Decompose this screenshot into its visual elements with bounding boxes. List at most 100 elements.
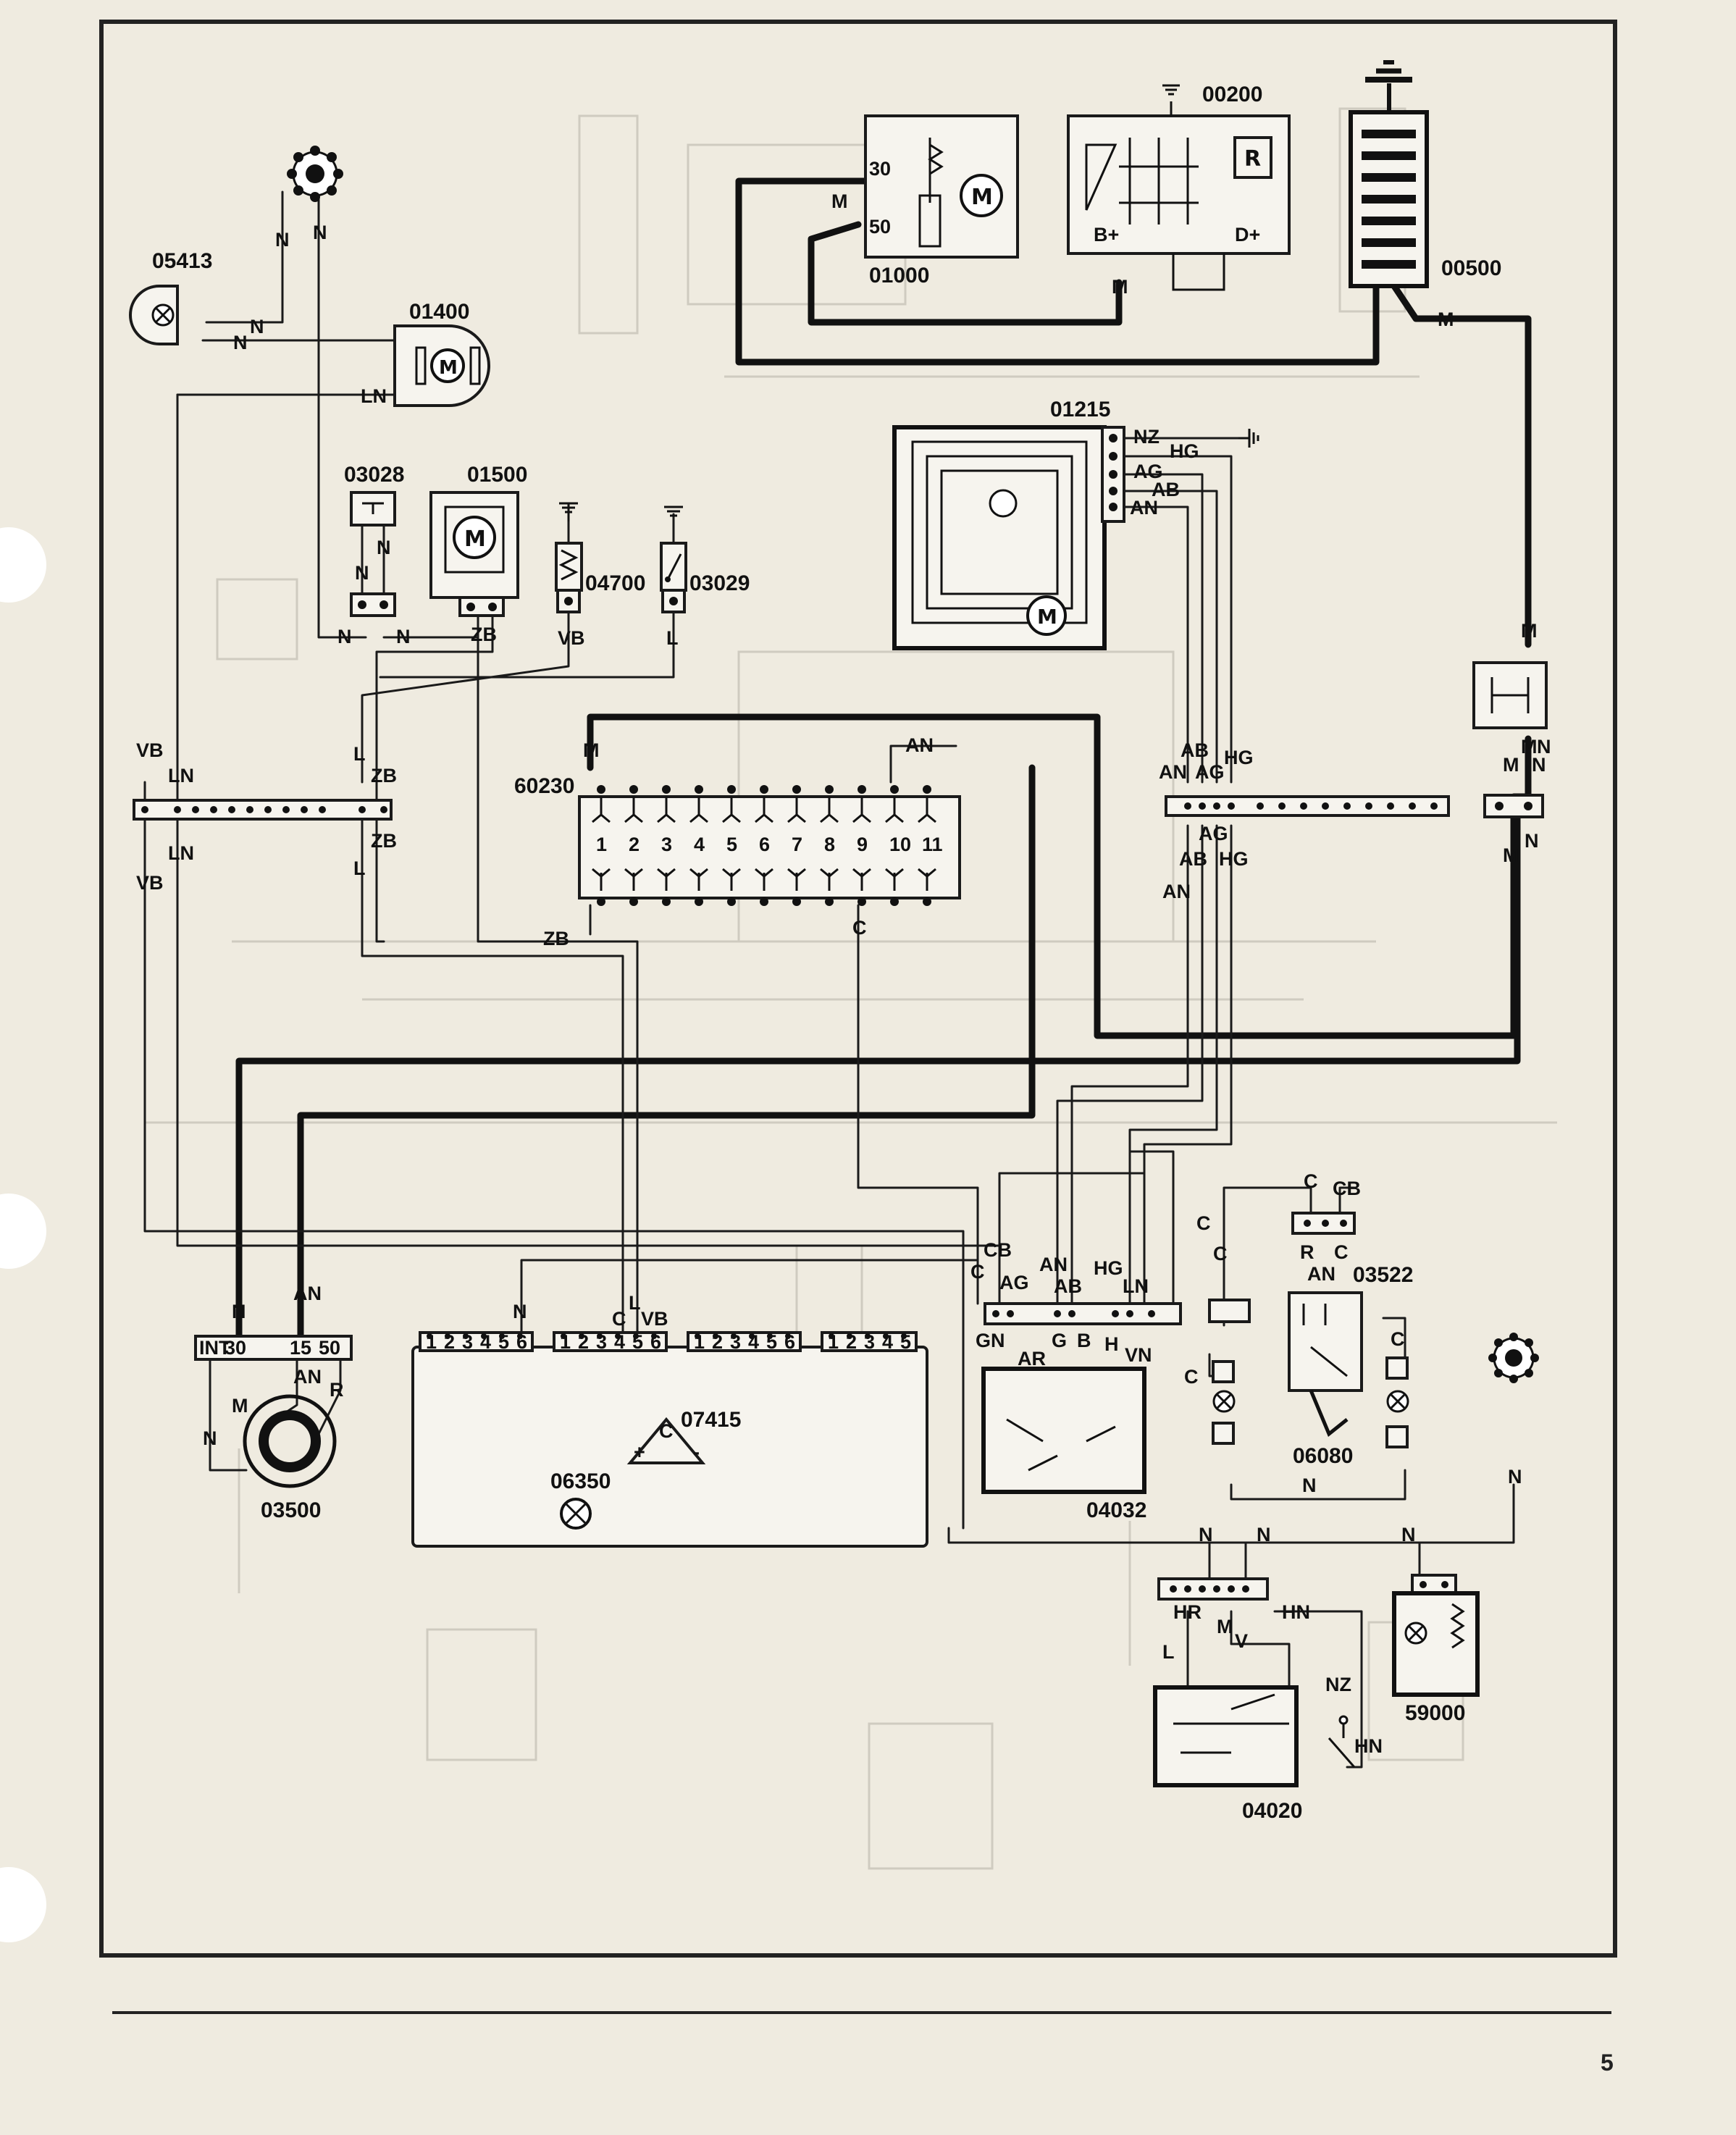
wire-label: HG <box>1224 747 1254 768</box>
cluster-pin-number: 3 <box>730 1331 741 1353</box>
junction-bar-left <box>133 799 393 821</box>
wire-label: NZ <box>1325 1674 1351 1695</box>
wire-label: GN <box>976 1330 1005 1351</box>
cluster-pin-number: 6 <box>784 1331 795 1353</box>
wire-label: L <box>629 1292 641 1314</box>
wire-label: H <box>1104 1333 1119 1355</box>
wire-label: L <box>353 743 366 765</box>
wire-label: AN <box>293 1283 322 1304</box>
wire-label: N <box>1401 1524 1416 1545</box>
cluster-terminal <box>481 1333 487 1339</box>
wire-label: C <box>1391 1328 1405 1350</box>
strip-terminal <box>629 785 638 794</box>
strip-pin-number: 10 <box>889 834 911 855</box>
strip-pin-number: 9 <box>857 834 868 855</box>
strip-contact <box>820 797 839 891</box>
label-06080: 06080 <box>1293 1444 1353 1468</box>
cluster-pin-number: 5 <box>766 1331 777 1353</box>
wire-label: N <box>250 316 264 337</box>
bleed-through <box>145 107 1557 1870</box>
wire-label: L <box>353 857 366 879</box>
wire-label: AB <box>1152 479 1180 500</box>
strip-terminal <box>662 785 671 794</box>
strip-pin-number: 3 <box>661 834 672 855</box>
strip-pin-number: 7 <box>792 834 802 855</box>
component-04032: 04032 <box>981 1302 1182 1522</box>
label-04020: 04020 <box>1242 1799 1302 1823</box>
strip-terminal <box>597 785 605 794</box>
wire-label: N <box>233 332 248 353</box>
wire-label: C <box>1196 1212 1211 1234</box>
ground-rosette-right <box>1488 1333 1539 1383</box>
thin-wires <box>143 190 1515 1769</box>
strip-contact <box>624 797 643 891</box>
regulator-symbol: R <box>1244 146 1261 172</box>
strip-terminal <box>923 897 931 906</box>
strip-contact <box>592 797 611 891</box>
wire-label: AG <box>1199 823 1228 844</box>
pin-plus-label: + <box>634 1441 645 1463</box>
cluster-pin-number: 1 <box>694 1331 705 1353</box>
cluster-pin-number: 6 <box>516 1331 527 1353</box>
cluster-terminal <box>561 1333 566 1339</box>
wire-label: N <box>275 229 290 251</box>
component-04020: 04020 <box>1153 1577 1356 1823</box>
wire-label: M <box>1438 309 1454 330</box>
strip-contact <box>722 797 741 891</box>
wire-label: N <box>355 562 369 584</box>
wire-label: N <box>377 537 391 558</box>
strip-contact <box>657 797 676 891</box>
cluster-pin-number: 4 <box>480 1331 491 1353</box>
cluster-terminal <box>615 1333 621 1339</box>
strip-terminal <box>695 785 703 794</box>
strip-terminal <box>923 785 931 794</box>
strip-contact <box>852 797 871 891</box>
wire-label: C <box>1184 1366 1199 1388</box>
wire-label: N <box>1199 1524 1213 1545</box>
component-01000: M 30 50 01000 <box>864 114 1019 288</box>
cluster-pin-number: 1 <box>828 1331 839 1353</box>
wire-label: M <box>831 190 848 212</box>
strip-terminal <box>825 785 834 794</box>
wire-label: N <box>1302 1475 1317 1496</box>
junction-bar-right <box>1165 795 1450 817</box>
wire-label: N <box>1525 830 1539 852</box>
component-01400: M 01400 <box>393 300 490 407</box>
label-03522: 03522 <box>1353 1263 1413 1287</box>
wire-label: N <box>203 1427 217 1449</box>
strip-pin-number: 5 <box>726 834 737 855</box>
lamp-right <box>1385 1356 1409 1448</box>
label-01400: 01400 <box>409 300 469 324</box>
pin-50-label: 50 <box>319 1337 340 1359</box>
wire-label: C <box>852 917 867 939</box>
component-03522: 03522 06080 <box>1288 1212 1413 1468</box>
wire-label: AB <box>1181 739 1209 761</box>
cluster-pin-number: 2 <box>712 1331 723 1353</box>
wire-label: AR <box>1018 1348 1046 1369</box>
motor-symbol: M <box>971 185 993 210</box>
label-06350: 06350 <box>550 1469 611 1493</box>
wire-label: M <box>1503 754 1519 776</box>
wire-label: HG <box>1170 440 1199 462</box>
cluster-terminal <box>579 1333 584 1339</box>
wire-label: M <box>1112 276 1128 298</box>
label-04032: 04032 <box>1086 1498 1146 1522</box>
wire-label: AN <box>1039 1254 1068 1275</box>
cluster-pin-number: 1 <box>560 1331 571 1353</box>
wire-label: C <box>1334 1241 1349 1263</box>
component-03029: 03029 <box>660 506 750 613</box>
junction-pins <box>141 806 387 813</box>
label-59000: 59000 <box>1405 1701 1465 1725</box>
strip-terminal <box>792 785 801 794</box>
strip-terminal <box>857 785 866 794</box>
wire-label: CB <box>984 1239 1012 1261</box>
strip-terminal <box>727 785 736 794</box>
wire-label: LN <box>168 765 194 787</box>
cluster-terminal <box>651 1333 657 1339</box>
strip-terminal <box>695 897 703 906</box>
cluster-pin-number: 3 <box>864 1331 875 1353</box>
wire-label: HG <box>1219 848 1249 870</box>
